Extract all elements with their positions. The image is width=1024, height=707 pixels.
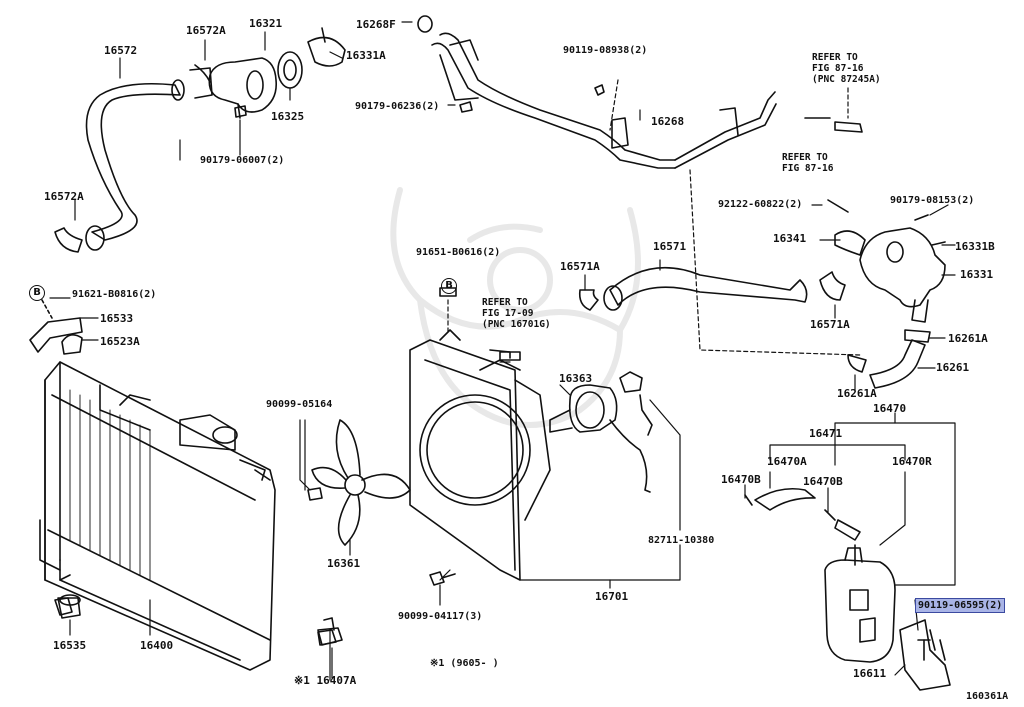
callout-lines [49, 21, 956, 679]
water-outlet-16331 [819, 199, 946, 323]
label-16363: 16363 [559, 372, 593, 385]
label-16261: 16261 [936, 361, 970, 374]
refer-fig-87-16-top: REFER TO FIG 87-16 (PNC 87245A) [812, 52, 881, 85]
label-16611: 16611 [853, 667, 887, 680]
b-mark-icon: B [29, 285, 45, 301]
label-16470A: 16470A [767, 455, 807, 468]
label-16325: 16325 [271, 110, 305, 123]
upper-hose-16572 [54, 64, 211, 253]
label-16471: 16471 [809, 427, 843, 440]
label-16261A-bottom: 16261A [837, 387, 877, 400]
label-16470R: 16470R [892, 455, 932, 468]
label-16523A: 16523A [100, 335, 140, 348]
label-16331B: 16331B [955, 240, 995, 253]
label-16571A-right: 16571A [810, 318, 850, 331]
label-92122-60822: 92122-60822(2) [718, 199, 803, 210]
label-90119-06595-highlighted[interactable]: 90119-06595(2) [915, 598, 1006, 613]
label-16572A-left: 16572A [44, 190, 84, 203]
label-82711-10380: 82711-10380 [648, 535, 715, 546]
label-16470B-left: 16470B [721, 473, 761, 486]
label-90179-08153: 90179-08153(2) [890, 195, 975, 206]
refer-line-3: (PNC 87245A) [812, 74, 881, 85]
fan-shroud-16701 [409, 329, 551, 581]
label-90179-06007: 90179-06007(2) [200, 155, 285, 166]
label-16572: 16572 [104, 44, 138, 57]
label-16535: 16535 [53, 639, 87, 652]
leader-lines [179, 79, 861, 681]
label-16268: 16268 [651, 115, 685, 128]
lower-hose-16571 [578, 266, 808, 311]
label-16701: 16701 [595, 590, 629, 603]
label-16571A-left: 16571A [560, 260, 600, 273]
label-16470: 16470 [873, 402, 907, 415]
figure-id: 160361A [966, 691, 1009, 702]
label-16268F: 16268F [356, 18, 396, 31]
note-production-date: ※1 (9605- ) [430, 658, 499, 669]
refer-line-1: REFER TO [812, 52, 858, 63]
b-mark-icon: B [441, 278, 457, 294]
fan-motor-16363 [549, 371, 653, 493]
label-16331: 16331 [960, 268, 994, 281]
drain-cock-16535 [57, 594, 81, 619]
fan-blade-16361 [307, 419, 411, 546]
refer-fig-17-09: REFER TO FIG 17-09 (PNC 16701G) [482, 297, 551, 330]
label-16533: 16533 [100, 312, 134, 325]
refer-line-2: FIG 17-09 [482, 308, 534, 319]
label-91621-B0816: 91621-B0816(2) [72, 289, 157, 300]
radiator-16400 [39, 361, 276, 671]
refer-fig-87-16-mid: REFER TO FIG 87-16 [782, 152, 833, 174]
reservoir-assembly [744, 487, 951, 691]
label-16341: 16341 [773, 232, 807, 245]
refer-line-1: REFER TO [482, 297, 528, 308]
label-16470B-right: 16470B [803, 475, 843, 488]
label-16400: 16400 [140, 639, 174, 652]
sensor-16407A [317, 617, 343, 646]
bracket-16533 [29, 299, 83, 355]
refer-line-3: (PNC 16701G) [482, 319, 551, 330]
label-90119-08938: 90119-08938(2) [563, 45, 648, 56]
watermark-logo [390, 187, 641, 428]
label-16571: 16571 [653, 240, 687, 253]
label-16321: 16321 [249, 17, 283, 30]
water-inlet-housing-16321 [189, 27, 346, 119]
label-90099-04117: 90099-04117(3) [398, 611, 483, 622]
bypass-pipe-16268 [417, 15, 863, 169]
bolts [234, 84, 931, 661]
label-90179-06236: 90179-06236(2) [355, 101, 440, 112]
label-16361: 16361 [327, 557, 361, 570]
label-16572A-top: 16572A [186, 24, 226, 37]
label-16261A-top: 16261A [948, 332, 988, 345]
refer-line-2: FIG 87-16 [782, 163, 834, 174]
label-90099-05164: 90099-05164 [266, 399, 333, 410]
label-91651-B0616: 91651-B0616(2) [416, 247, 501, 258]
refer-line-1: REFER TO [782, 152, 828, 163]
refer-line-2: FIG 87-16 [812, 63, 864, 74]
hose-16261 [847, 329, 931, 389]
label-16407A: ※1 16407A [294, 674, 357, 687]
label-16331A: 16331A [346, 49, 386, 62]
